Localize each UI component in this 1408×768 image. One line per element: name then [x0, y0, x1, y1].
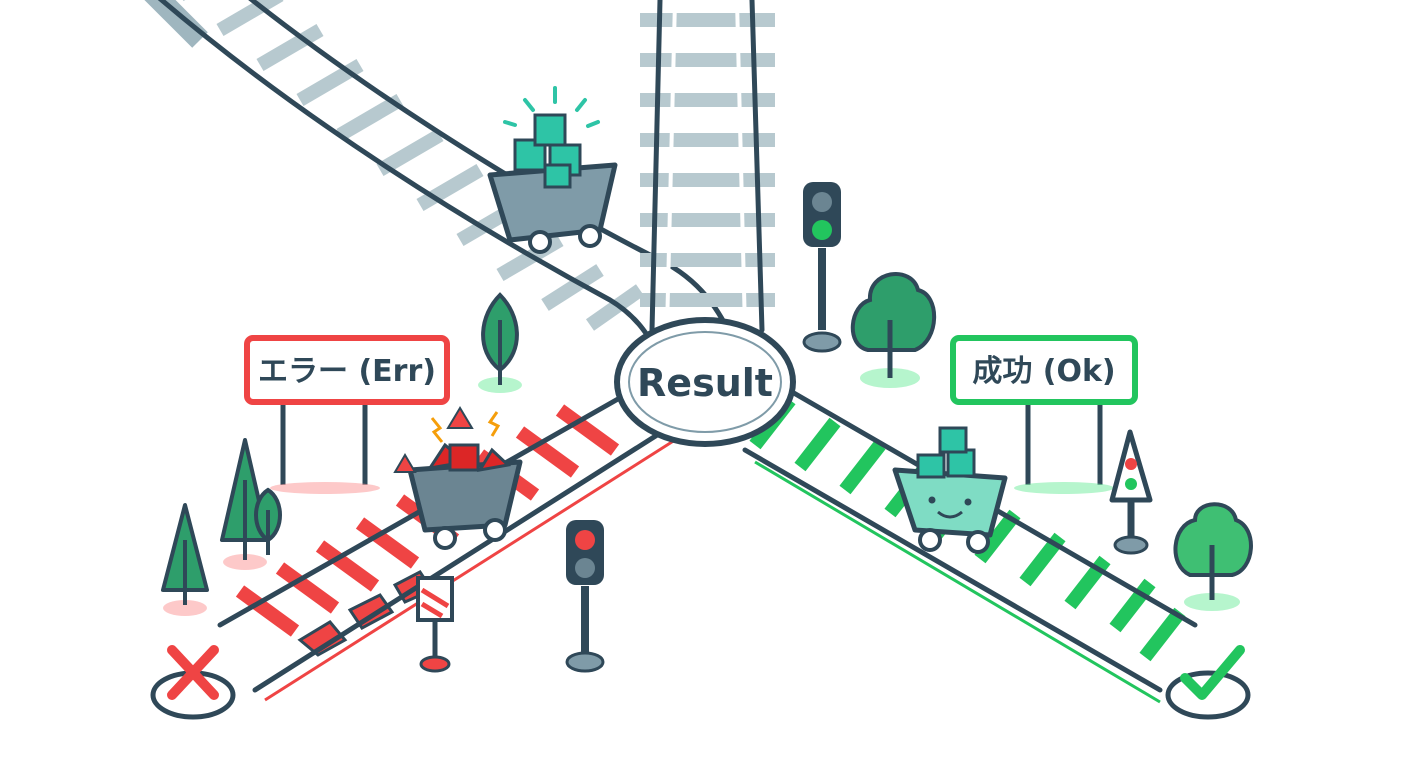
sign-err-label: エラー (Err): [258, 354, 436, 389]
tree-right-low: [1173, 502, 1253, 611]
spark-icon: [430, 411, 501, 443]
signal-ok: [1109, 429, 1153, 555]
tree-right-top: [850, 272, 937, 388]
track-top: [640, 0, 775, 333]
cart-top: [487, 86, 618, 254]
result-hub: Result: [614, 317, 796, 447]
signal-error: [565, 520, 605, 673]
sign-err: エラー (Err): [244, 335, 450, 494]
barrier-sign: [416, 576, 454, 673]
tree-left-top: [478, 292, 522, 393]
smile-face-icon: [928, 496, 972, 519]
result-label: Result: [637, 361, 773, 405]
check-mark-icon: [1165, 645, 1251, 720]
cargo-cubes-icon: [513, 113, 582, 189]
sign-ok-label: 成功 (Ok): [972, 354, 1115, 389]
cart-error: [393, 406, 523, 550]
tree-left-low: [161, 503, 209, 616]
signal-top: [802, 182, 842, 353]
warning-icon: [393, 406, 474, 473]
tree-left-mid: [220, 438, 282, 570]
cart-ok: [892, 426, 1008, 554]
x-mark-icon: [150, 645, 236, 720]
sign-ok: 成功 (Ok): [950, 335, 1138, 494]
